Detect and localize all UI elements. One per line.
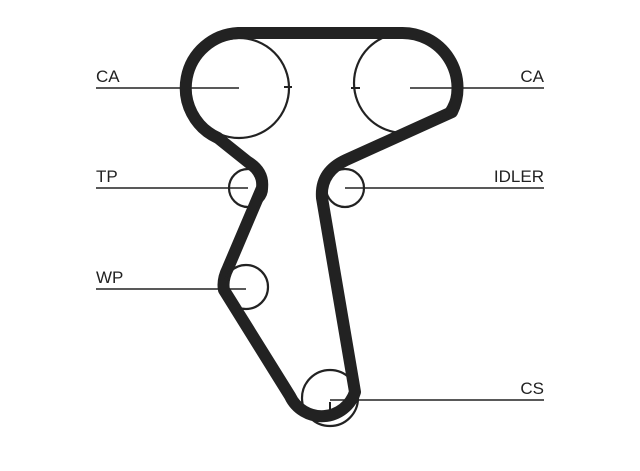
label-wp: WP — [96, 268, 123, 287]
crankshaft-pulley — [300, 368, 360, 428]
label-cs: CS — [520, 379, 544, 398]
label-ca-right: CA — [520, 67, 544, 86]
label-ca-left: CA — [96, 67, 120, 86]
label-idler: IDLER — [494, 167, 544, 186]
label-tp: TP — [96, 167, 118, 186]
water-pump-pulley — [222, 263, 270, 311]
timing-belt — [179, 26, 464, 423]
camshaft-pulley-right — [352, 31, 456, 135]
